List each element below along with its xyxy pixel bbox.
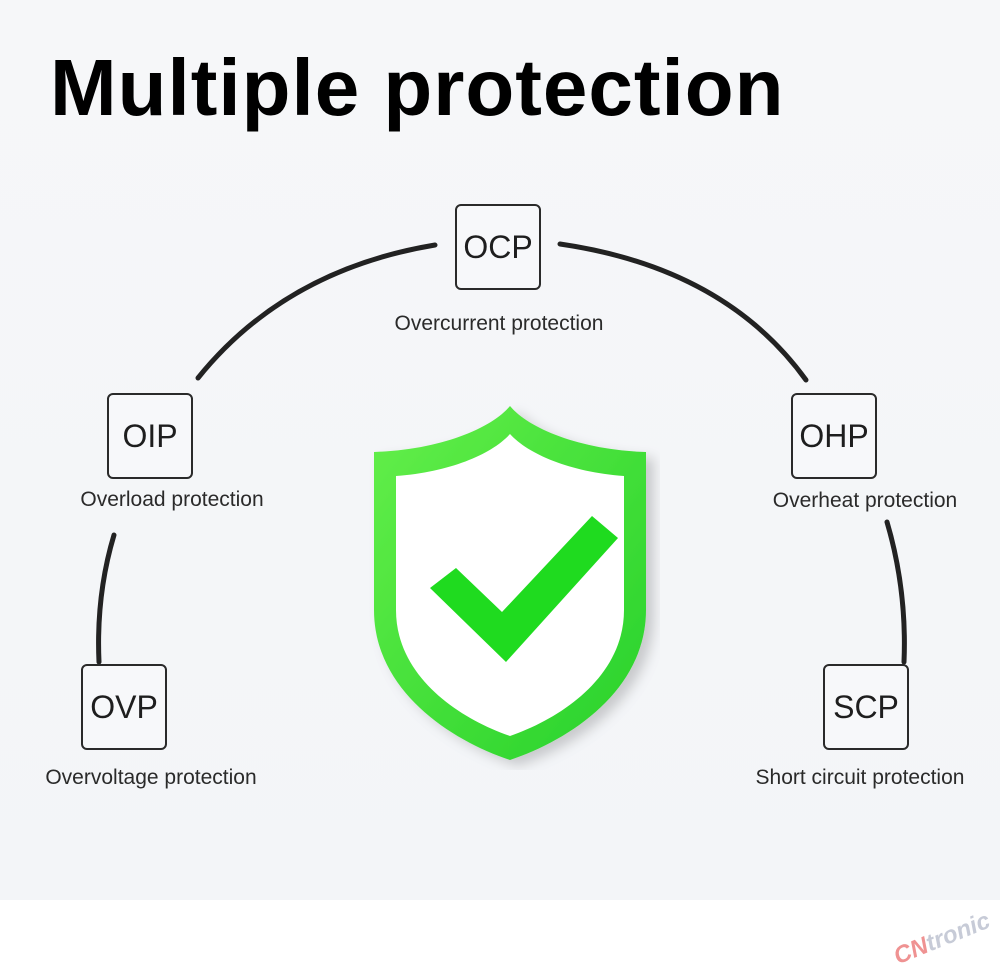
arc-oip-ovp [96,532,117,665]
connector-arcs [96,241,907,665]
brand-watermark: CNtronic [890,907,994,971]
watermark-rest: tronic [921,907,994,958]
page-title: Multiple protection [50,43,785,132]
ocp-box: OCP [455,204,541,290]
ohp-label: Overheat protection [772,489,958,512]
ohp-box: OHP [791,393,877,479]
arc-ohp-scp [884,519,907,665]
shield-inner [396,434,624,736]
check-mark-icon [430,516,618,662]
oip-box: OIP [107,393,193,479]
arc-oip-ocp [195,242,438,381]
arc-ocp-ohp [557,241,809,383]
shield-check-icon [374,406,646,760]
scp-box: SCP [823,664,909,750]
oip-label: Overload protection [80,488,264,511]
ovp-label: Overvoltage protection [45,766,257,789]
ocp-label: Overcurrent protection [394,312,604,335]
scp-label: Short circuit protection [755,766,965,789]
ovp-box: OVP [81,664,167,750]
